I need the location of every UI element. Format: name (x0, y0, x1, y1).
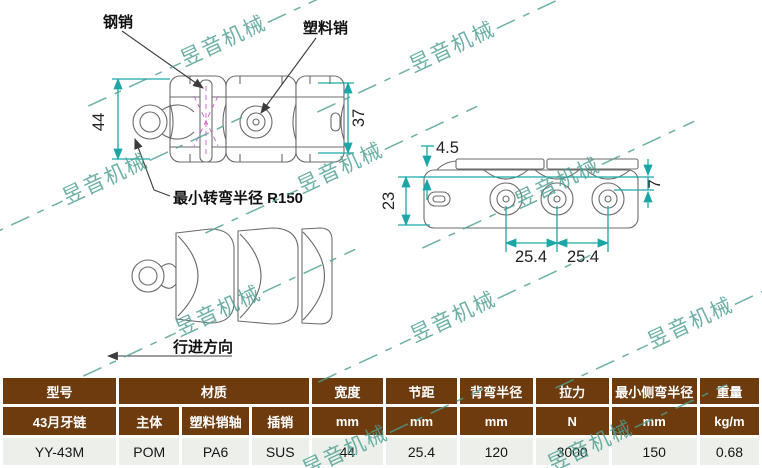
body-material-header: 主体 (118, 407, 180, 435)
steel-pin-label: 钢销 (103, 13, 133, 31)
col-sidebend-header: 最小侧弯半径 (611, 378, 697, 404)
watermark: 昱音机械 (0, 116, 243, 245)
col-backbend-header: 背弯半径 (459, 378, 533, 404)
eye-link-front (131, 259, 181, 293)
model-value: YY-43M (3, 438, 116, 465)
chain-side-view-drawing: 4.5 23 7 25.4 25.4 (380, 139, 664, 266)
watermark-text: 昱音机械 (172, 281, 265, 341)
roller (540, 182, 574, 216)
steel-pin-leader-line (121, 30, 204, 89)
dim-37-label: 37 (350, 109, 368, 127)
dim-pitch: 25.4 25.4 (504, 206, 610, 266)
watermark: 昱音机械 (83, 248, 356, 377)
sidebend-unit: mm (611, 407, 697, 435)
chain-top-view-drawing: 44 37 钢销 塑料销 最小转弯半径 R150 (90, 13, 368, 207)
pitch-value: 25.4 (386, 438, 457, 465)
dim-body-height: 23 (380, 175, 430, 227)
plastic-pin-shaft-header: 塑料销轴 (182, 407, 249, 435)
dim-pitch-left-label: 25.4 (515, 248, 547, 266)
tension-value: 3000 (535, 438, 609, 465)
pin-centerline (193, 86, 219, 156)
watermark: 昱音机械 (317, 0, 590, 113)
watermark-text: 昱音机械 (644, 293, 737, 353)
chain-type-header: 43月牙链 (3, 407, 116, 435)
backbend-value: 120 (459, 438, 533, 465)
plastic-pin-label: 塑料销 (303, 19, 348, 37)
dim-overall-width: 44 (90, 77, 170, 161)
steel-pin (199, 79, 213, 163)
col-model-header: 型号 (3, 378, 116, 404)
backbend-unit: mm (459, 407, 533, 435)
weight-value: 0.68 (699, 438, 759, 465)
watermark: 昱音机械 (318, 254, 591, 383)
plastic-pin-leader-line (260, 37, 317, 114)
chain-flow-drawing: 行进方向 (106, 227, 333, 361)
eye-link (132, 104, 195, 140)
watermark-text: 昱音机械 (294, 138, 387, 198)
width-value: 44 (311, 438, 384, 465)
dim-module-width: 37 (318, 81, 368, 155)
watermark-text: 昱音机械 (59, 149, 152, 209)
dim-4-5-label: 4.5 (436, 139, 459, 157)
col-tension-header: 拉力 (535, 378, 609, 404)
watermark-text: 昱音机械 (406, 17, 499, 77)
crescent-plate (301, 227, 333, 325)
dim-pitch-right-label: 25.4 (567, 248, 599, 266)
spec-table: 型号 材质 宽度 节距 背弯半径 拉力 最小侧弯半径 重量 43月牙链 主体 塑… (0, 375, 762, 468)
dim-44-label: 44 (90, 113, 108, 131)
min-turn-radius-label: 最小转弯半径 R150 (173, 189, 303, 207)
crescent-plate (175, 228, 235, 324)
col-width-header: 宽度 (311, 378, 384, 404)
travel-direction-label: 行进方向 (172, 338, 233, 356)
dim-7-label: 7 (646, 179, 664, 188)
header-row-2: 43月牙链 主体 塑料销轴 插销 mm mm mm N mm kg/m (3, 407, 759, 435)
header-row-1: 型号 材质 宽度 节距 背弯半径 拉力 最小侧弯半径 重量 (3, 378, 759, 404)
spec-table-wrap: 型号 材质 宽度 节距 背弯半径 拉力 最小侧弯半径 重量 43月牙链 主体 塑… (0, 375, 762, 468)
watermark-text: 昱音机械 (511, 153, 604, 213)
plastic-pin-shaft-value: PA6 (182, 438, 249, 465)
weight-unit: kg/m (699, 407, 759, 435)
turn-radius-leader-line (134, 137, 171, 197)
pitch-unit: mm (386, 407, 457, 435)
col-weight-header: 重量 (699, 378, 759, 404)
watermark-text: 昱音机械 (407, 287, 500, 347)
sidebend-value: 150 (611, 438, 697, 465)
tension-unit: N (535, 407, 609, 435)
body-material-value: POM (118, 438, 180, 465)
watermark-text: 昱音机械 (177, 11, 270, 71)
width-unit: mm (311, 407, 384, 435)
dim-plate-thickness: 4.5 (420, 139, 612, 200)
watermark: 昱音机械 (422, 120, 695, 249)
roller (591, 182, 625, 216)
roller (489, 182, 523, 216)
dim-23-label: 23 (380, 192, 398, 210)
crescent-plate (237, 227, 299, 325)
data-row: YY-43M POM PA6 SUS 44 25.4 120 3000 150 … (3, 438, 759, 465)
plastic-pin (239, 105, 273, 139)
watermark: 昱音机械 (205, 105, 478, 234)
col-material-header: 材质 (118, 378, 309, 404)
pin-value: SUS (251, 438, 309, 465)
pin-header: 插销 (251, 407, 309, 435)
dim-top-offset: 7 (612, 159, 664, 208)
col-pitch-header: 节距 (386, 378, 457, 404)
watermark: 昱音机械 (88, 0, 361, 107)
